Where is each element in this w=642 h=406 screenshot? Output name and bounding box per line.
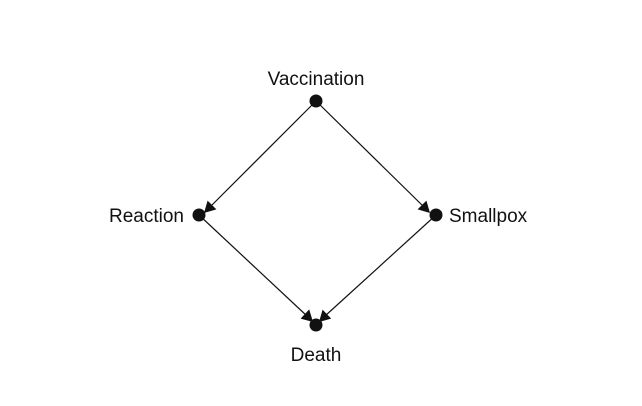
arrowhead-death-right bbox=[319, 309, 332, 322]
node-label-vaccination: Vaccination bbox=[268, 69, 365, 90]
node-dot-death bbox=[309, 318, 323, 332]
edge-vaccination-reaction bbox=[209, 100, 317, 208]
arrowhead-death-left bbox=[300, 309, 313, 322]
node-smallpox: Smallpox bbox=[429, 206, 528, 227]
node-label-reaction: Reaction bbox=[109, 206, 184, 227]
node-reaction: Reaction bbox=[109, 206, 206, 227]
node-vaccination: Vaccination bbox=[268, 69, 365, 108]
edge-smallpox-death bbox=[324, 214, 437, 317]
edge-vaccination-smallpox bbox=[315, 100, 425, 208]
node-dot-smallpox bbox=[429, 208, 443, 222]
node-label-smallpox: Smallpox bbox=[449, 206, 528, 227]
node-dot-vaccination bbox=[309, 94, 323, 108]
edges bbox=[198, 100, 437, 322]
node-death: Death bbox=[291, 318, 342, 366]
node-label-death: Death bbox=[291, 345, 342, 366]
arrowhead-reaction bbox=[204, 200, 217, 213]
node-dot-reaction bbox=[192, 208, 206, 222]
edge-reaction-death bbox=[198, 214, 308, 317]
arrowhead-smallpox bbox=[417, 200, 430, 213]
